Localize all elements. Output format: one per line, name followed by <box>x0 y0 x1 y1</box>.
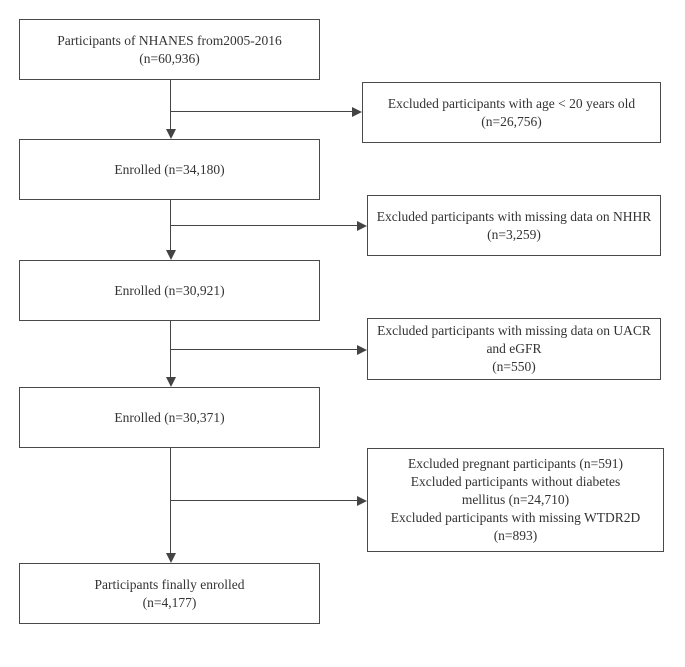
flow-box-enrolled-3: Enrolled (n=30,371) <box>19 387 320 448</box>
exclusion-box-age: Excluded participants with age < 20 year… <box>362 82 661 143</box>
connector-horizontal <box>170 111 352 113</box>
arrow-down-icon <box>166 250 176 260</box>
exclusion-box-nhhr: Excluded participants with missing data … <box>367 195 661 256</box>
exclusion-box-line: Excluded pregnant participants (n=591) <box>408 456 623 471</box>
exclusion-box-line: Excluded participants with missing WTDR2… <box>390 510 641 525</box>
arrow-right-icon <box>357 221 367 231</box>
flow-box-line: (n=60,936) <box>139 50 200 66</box>
arrow-down-icon <box>166 377 176 387</box>
exclusion-box-line: Excluded participants without diabetes <box>410 474 621 489</box>
flow-box-nhanes-participants: Participants of NHANES from2005-2016 (n=… <box>19 19 320 80</box>
connector-vertical <box>170 80 172 129</box>
connector-horizontal <box>170 225 357 227</box>
exclusion-box-line: (n=893) <box>493 528 538 543</box>
flow-box-enrolled-1: Enrolled (n=34,180) <box>19 139 320 200</box>
arrow-down-icon <box>166 553 176 563</box>
exclusion-box-line: (n=26,756) <box>481 113 542 129</box>
exclusion-box-uacr-egfr: Excluded participants with missing data … <box>367 318 661 380</box>
flow-box-enrolled-2: Enrolled (n=30,921) <box>19 260 320 321</box>
connector-horizontal <box>170 500 357 502</box>
flow-box-finally-enrolled: Participants finally enrolled (n=4,177) <box>19 563 320 624</box>
exclusion-box-line: and eGFR <box>486 341 542 356</box>
arrow-down-icon <box>166 129 176 139</box>
flow-box-line: Participants of NHANES from2005-2016 <box>57 32 282 48</box>
exclusion-box-pregnant-diabetes-wtdr2d: Excluded pregnant participants (n=591) E… <box>367 448 664 552</box>
exclusion-box-line: (n=3,259) <box>487 226 541 242</box>
arrow-right-icon <box>357 345 367 355</box>
connector-horizontal <box>170 349 357 351</box>
arrow-right-icon <box>352 107 362 117</box>
flow-box-line: Enrolled (n=30,371) <box>114 409 225 425</box>
flow-box-line: (n=4,177) <box>142 594 197 610</box>
flow-box-line: Participants finally enrolled <box>94 576 245 592</box>
exclusion-box-line: mellitus (n=24,710) <box>461 492 570 507</box>
exclusion-box-line: Excluded participants with missing data … <box>377 323 651 338</box>
exclusion-box-line: Excluded participants with age < 20 year… <box>387 95 636 111</box>
flow-box-line: Enrolled (n=34,180) <box>114 161 225 177</box>
exclusion-box-line: (n=550) <box>492 359 536 374</box>
flow-box-line: Enrolled (n=30,921) <box>114 282 225 298</box>
exclusion-box-line: Excluded participants with missing data … <box>376 208 652 224</box>
arrow-right-icon <box>357 496 367 506</box>
